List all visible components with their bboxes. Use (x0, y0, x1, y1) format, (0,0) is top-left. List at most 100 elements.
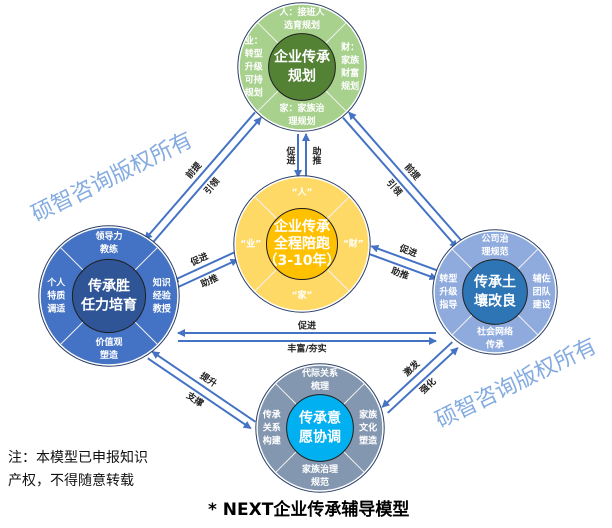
center-label: 全程陪跑 (273, 235, 330, 252)
segment-top-label: 代际关系 (301, 367, 338, 379)
ring-border (233, 175, 371, 313)
link-label: 引领 (384, 177, 405, 198)
segment-right-label: 家族 (341, 54, 360, 66)
arrow-back (144, 111, 256, 241)
segment-divider (343, 451, 365, 473)
arrow-back (348, 111, 464, 244)
arrow-forward (150, 116, 262, 246)
center-label: 企业传承 (273, 218, 330, 235)
link-label: 助推 (311, 145, 322, 165)
segment-bottom-label: 家族治理 (302, 463, 338, 475)
segment-left-label: 指导 (439, 299, 457, 311)
segment-bottom-label: 社会网络 (476, 326, 513, 338)
segment-divider (517, 314, 539, 336)
center-label: 壤改良 (474, 293, 516, 310)
segment-left-label: 特质 (47, 290, 65, 302)
segment-left-label: 转型 (439, 273, 457, 285)
segment-divider (257, 22, 279, 44)
segment-right-label: 建设 (533, 299, 552, 311)
diagram-title: * NEXT企业传承辅导模型 (208, 499, 409, 520)
segment-divider (134, 321, 159, 346)
inner-circle (268, 33, 336, 101)
arrow-forward (368, 252, 438, 281)
center-label: 企业传承 (273, 49, 330, 66)
link-label: 前提 (402, 161, 424, 183)
arrow-forward (342, 116, 458, 249)
segment-bottom-label: 塑造 (100, 349, 119, 361)
link-label: 激发 (401, 357, 423, 379)
segment-divider (275, 383, 297, 405)
segment-divider (254, 268, 278, 292)
ring-border (255, 363, 385, 493)
segment-left-label: 构建 (263, 435, 282, 447)
segment-left-label: 规划 (245, 87, 263, 99)
segment-right-label: 塑造 (359, 435, 378, 447)
segment-top-label: 领导力 (95, 230, 122, 242)
arrow-back (151, 350, 256, 423)
segment-divider (451, 314, 473, 336)
link-top-center: 促进助推 (285, 133, 322, 178)
segment-right-label: 规划 (341, 80, 359, 92)
segment-left-label: 业： (245, 35, 263, 47)
segment-right-label: 教授 (152, 303, 172, 315)
segment-bottom-label: 家：家族治 (279, 102, 324, 114)
segment-top-label: 梳理 (310, 380, 329, 392)
inner-circle (71, 258, 147, 334)
segment-divider (257, 90, 279, 112)
link-label: 提升 (198, 370, 220, 390)
arrow-forward (147, 357, 252, 430)
segment-divider (254, 196, 278, 220)
segment-divider (325, 22, 347, 44)
center-label: 传承胜 (87, 278, 130, 295)
inner-circle (265, 207, 339, 281)
segment-divider (325, 90, 347, 112)
link-label: 前提 (183, 159, 205, 181)
segment-bottom-label: 价值观 (95, 336, 122, 348)
segment-divider (275, 451, 297, 473)
segment-divider (59, 246, 84, 271)
segment-left-label: 关系 (263, 422, 281, 434)
link-label: 强化 (417, 375, 438, 396)
note-line-2: 产权，不得随意转载 (8, 472, 134, 489)
segment-top-label: “人” (292, 186, 313, 198)
arrow-forward (381, 341, 453, 408)
center-label: 传承意 (298, 410, 341, 427)
segment-bottom-label: 理规划 (288, 115, 315, 127)
ring-border (237, 2, 367, 132)
segment-bottom-label: 规范 (311, 476, 329, 488)
segment-divider (326, 196, 350, 220)
link-label: 支撑 (183, 389, 205, 410)
note-line-1: 注：本模型已申报知识 (8, 449, 148, 466)
link-label: 促进 (285, 145, 297, 165)
ring-border (432, 229, 558, 355)
segment-divider (59, 321, 84, 346)
segment-top-label: 理规范 (481, 245, 508, 257)
segment-right-label: 家族 (359, 409, 378, 421)
segment-left-label: 转型 (245, 48, 263, 60)
segment-right-label: 经验 (153, 290, 172, 302)
segment-right-label: 文化 (358, 422, 377, 434)
ring-border (38, 225, 180, 367)
center-label: 愿协调 (299, 429, 341, 446)
center-label: 规划 (288, 68, 316, 85)
arrow-back (170, 251, 235, 283)
segment-left-label: 可持 (245, 74, 263, 86)
link-label: 助推 (199, 272, 220, 290)
segment-top-label: 公司治 (481, 232, 508, 244)
segment-divider (451, 248, 473, 270)
segment-right-label: 辅佐 (533, 273, 551, 285)
arrow-back (370, 244, 440, 273)
segment-top-label: 人：接班人 (278, 6, 325, 18)
center-label: 任力培育 (80, 297, 137, 314)
segment-left-label: 升级 (245, 61, 264, 73)
segment-left-label: 个人 (46, 277, 66, 289)
segment-divider (134, 246, 159, 271)
